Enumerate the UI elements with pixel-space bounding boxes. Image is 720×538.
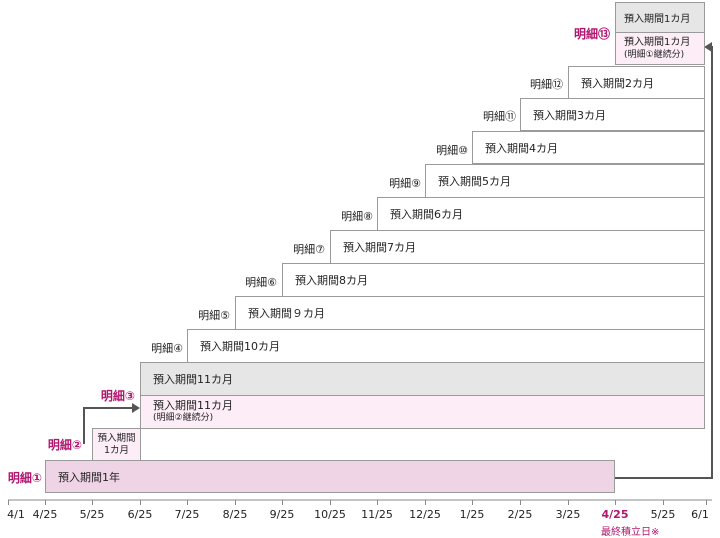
tick-label: 8/25 [222, 508, 248, 521]
row-label-9: 明細⑨ [389, 177, 421, 190]
arrowhead-1 [704, 42, 712, 52]
box-sub: 1カ月 [103, 444, 130, 456]
arrowhead-2 [132, 403, 140, 413]
tick-label: 6/25 [127, 508, 153, 521]
tick-mark [92, 500, 93, 505]
tick-label: 5/25 [79, 508, 105, 521]
tick-label: 11/25 [361, 508, 393, 521]
tick-mark [472, 500, 473, 505]
deposit-box-6: 預入期間8カ月 [282, 263, 705, 297]
box-sub: (明細①継続分) [624, 49, 685, 60]
tick-mark [568, 500, 569, 505]
tick-mark [187, 500, 188, 505]
row-label-2: 明細② [47, 438, 82, 452]
final-deposit-note: 最終積立日※ [601, 527, 660, 538]
deposit-box-7: 預入期間7カ月 [330, 230, 705, 264]
box-text: 預入期間 [97, 432, 136, 444]
tick-mark [706, 500, 707, 505]
tick-mark [615, 500, 616, 505]
deposit-box-13-prior: 預入期間1カ月 [615, 2, 705, 33]
deposit-box-5: 預入期間９カ月 [235, 296, 705, 330]
deposit-box-3: 預入期間11カ月 (明細②継続分) [140, 395, 705, 429]
deposit-box-3-prior: 預入期間11カ月 [140, 362, 705, 396]
tick-label: 7/25 [174, 508, 200, 521]
tick-label: 12/25 [409, 508, 441, 521]
tick-mark [425, 500, 426, 505]
deposit-box-11: 預入期間3カ月 [520, 98, 705, 131]
tick-label: 4/1 [7, 508, 25, 521]
tick-label: 3/25 [555, 508, 581, 521]
row-label-8: 明細⑧ [341, 210, 373, 223]
tick-mark [520, 500, 521, 505]
tick-mark [377, 500, 378, 505]
deposit-box-8: 預入期間6カ月 [377, 197, 705, 231]
row-label-5: 明細⑤ [198, 309, 230, 322]
row-label-10: 明細⑩ [436, 144, 468, 157]
tick-label-final: 4/25 [601, 508, 629, 521]
tick-label: 6/1 [691, 508, 709, 521]
tick-label: 2/25 [507, 508, 533, 521]
box-text: 預入期間11カ月 [153, 399, 233, 412]
row-label-6: 明細⑥ [245, 276, 277, 289]
deposit-box-12: 預入期間2カ月 [568, 66, 705, 99]
tick-label: 4/25 [32, 508, 58, 521]
box-sub: (明細②継続分) [153, 413, 214, 423]
deposit-box-2: 預入期間 1カ月 [92, 428, 141, 461]
tick-mark [330, 500, 331, 505]
row-label-3: 明細③ [100, 389, 135, 403]
row-label-1: 明細① [7, 471, 42, 485]
tick-label: 1/25 [459, 508, 485, 521]
tick-label: 9/25 [269, 508, 295, 521]
deposit-box-9: 預入期間5カ月 [425, 164, 705, 198]
tick-label: 5/25 [650, 508, 676, 521]
deposit-box-13: 預入期間1カ月 (明細①継続分) [615, 32, 705, 65]
box-text: 預入期間1カ月 [624, 36, 691, 48]
deposit-box-4: 預入期間10カ月 [187, 329, 705, 363]
tick-mark [235, 500, 236, 505]
tick-mark [45, 500, 46, 505]
tick-mark [8, 500, 9, 505]
deposit-box-10: 預入期間4カ月 [472, 131, 705, 164]
deposit-box-1: 預入期間1年 [45, 460, 615, 493]
tick-mark [282, 500, 283, 505]
row-label-13: 明細⑬ [573, 27, 610, 41]
row-label-12: 明細⑫ [530, 78, 563, 91]
row-label-7: 明細⑦ [293, 243, 325, 256]
row-label-11: 明細⑪ [483, 110, 516, 123]
tick-mark [140, 500, 141, 505]
rollover-arrow-2 [83, 407, 138, 444]
row-label-4: 明細④ [151, 342, 183, 355]
tick-mark [663, 500, 664, 505]
tick-label: 10/25 [314, 508, 346, 521]
